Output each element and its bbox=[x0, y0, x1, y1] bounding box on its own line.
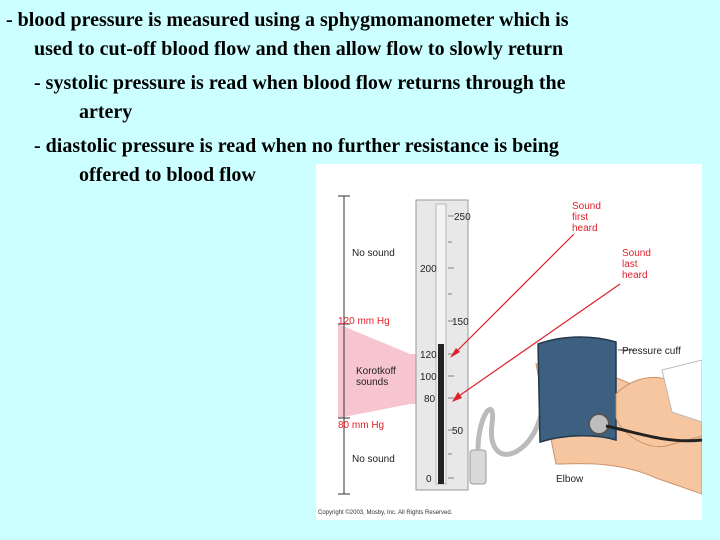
sound-last-2: last bbox=[622, 259, 638, 270]
sound-last-1: Sound bbox=[622, 248, 651, 259]
no-sound-bottom: No sound bbox=[352, 454, 395, 465]
copyright-text: Copyright ©2003, Mosby, Inc. All Rights … bbox=[318, 510, 453, 516]
sleeve bbox=[661, 359, 702, 423]
sphygmomanometer-figure: 250 200 150 120 100 80 50 0 No sound Kor… bbox=[316, 164, 702, 520]
pointer-first bbox=[453, 233, 575, 355]
label-120: 120 bbox=[420, 350, 437, 361]
label-0: 0 bbox=[426, 474, 432, 485]
stethoscope-tube bbox=[605, 424, 702, 443]
pressure-cuff-label: Pressure cuff bbox=[622, 346, 681, 357]
pointer-first-arrow bbox=[450, 348, 460, 358]
bullet-line-4: artery bbox=[79, 101, 133, 123]
label-80: 80 bbox=[424, 394, 436, 405]
bullet-line-1: - blood pressure is measured using a sph… bbox=[6, 9, 569, 31]
figure-svg: 250 200 150 120 100 80 50 0 No sound Kor… bbox=[338, 195, 702, 495]
bullet-line-5: - diastolic pressure is read when no fur… bbox=[34, 135, 559, 157]
pointer-last-arrow bbox=[452, 392, 462, 402]
mmhg-120-label: 120 mm Hg bbox=[338, 316, 390, 327]
sound-first-1: Sound bbox=[572, 201, 601, 212]
sound-first-2: first bbox=[572, 212, 588, 223]
label-100: 100 bbox=[420, 372, 437, 383]
label-250: 250 bbox=[454, 212, 471, 223]
no-sound-top: No sound bbox=[352, 248, 395, 259]
korotkoff-line-1: Korotkoff bbox=[356, 366, 396, 377]
mercury-column bbox=[438, 344, 444, 484]
sound-first-3: heard bbox=[572, 223, 598, 234]
mmhg-80-label: 80 mm Hg bbox=[338, 420, 384, 431]
korotkoff-line-2: sounds bbox=[356, 377, 388, 388]
pointer-last bbox=[455, 283, 621, 399]
sound-last-3: heard bbox=[622, 270, 648, 281]
bullet-line-2: used to cut-off blood flow and then allo… bbox=[34, 38, 564, 60]
label-150: 150 bbox=[452, 317, 469, 328]
stethoscope-head bbox=[588, 413, 610, 435]
mercury-reservoir bbox=[469, 449, 487, 485]
label-200: 200 bbox=[420, 264, 437, 275]
bullet-line-3: - systolic pressure is read when blood f… bbox=[34, 72, 566, 94]
elbow-label: Elbow bbox=[556, 474, 584, 485]
bullet-line-6: offered to blood flow bbox=[79, 164, 256, 186]
label-50: 50 bbox=[452, 426, 464, 437]
